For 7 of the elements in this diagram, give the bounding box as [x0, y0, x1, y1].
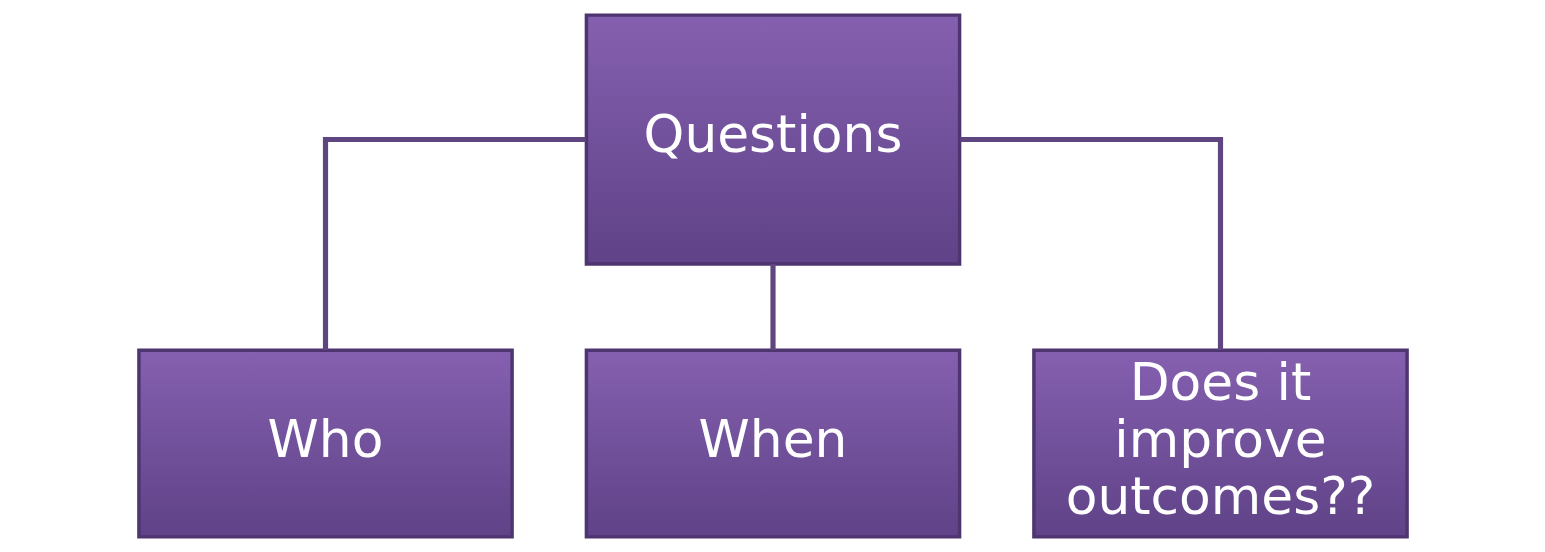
node-box: Questions	[584, 13, 961, 266]
connector	[769, 264, 776, 350]
node-box: When	[584, 348, 961, 539]
connector	[322, 136, 586, 350]
connector	[959, 136, 1223, 350]
node-box: Does it improve outcomes??	[1031, 348, 1409, 539]
node-box: Who	[136, 348, 514, 539]
